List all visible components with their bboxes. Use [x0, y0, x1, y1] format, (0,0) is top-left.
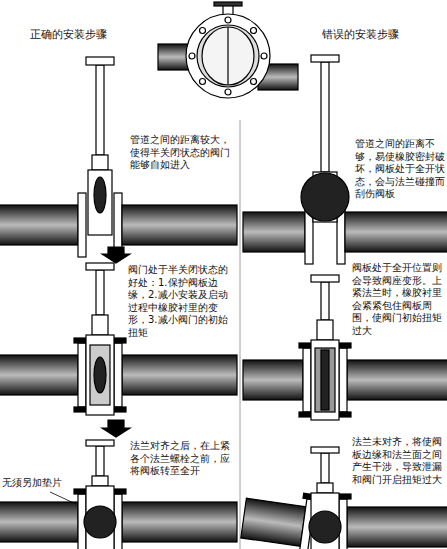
step-heading: 正确的安装步骤: [30, 28, 125, 42]
annotation-text: 管道之间的距离不够，易使橡胶密封破坏，阀板处于全开状态，会与法兰碰撞而刮伤阀板: [355, 138, 445, 201]
correct-step-2: [0, 263, 237, 415]
correct-step-3: [0, 440, 237, 549]
step-arrow: [102, 247, 130, 263]
annotation-text: 阀板处于全开位置则会导致阀座变形。上紧法兰时，橡胶衬里会紧紧包住阀板周围，使阀门…: [352, 262, 444, 337]
step-heading: 错误的安装步骤: [322, 28, 417, 42]
annotation-text: 管道之间的距离较大，使得半关闭状态的阀门能够自如进入: [130, 134, 232, 172]
annotation-text: 阀门处于半关闭状态的好处：1.保护阀板边缘，2.减小安装及启动过程中橡胶衬里的变…: [128, 264, 232, 339]
correct-step-1: [0, 57, 237, 257]
gasket-note: 无须另加垫片: [2, 477, 74, 490]
annotation-text: 法兰对齐之后，在上紧各个法兰螺栓之前，应将阀板转至全开: [130, 440, 234, 478]
valve-perspective: [158, 2, 298, 98]
annotation-text: 法兰未对齐，将使阀板边缘和法兰面之间产生干涉，导致泄漏和阀门开启扭矩过大: [352, 436, 444, 486]
wrong-step-1: [243, 55, 447, 264]
step-arrow: [102, 420, 130, 437]
